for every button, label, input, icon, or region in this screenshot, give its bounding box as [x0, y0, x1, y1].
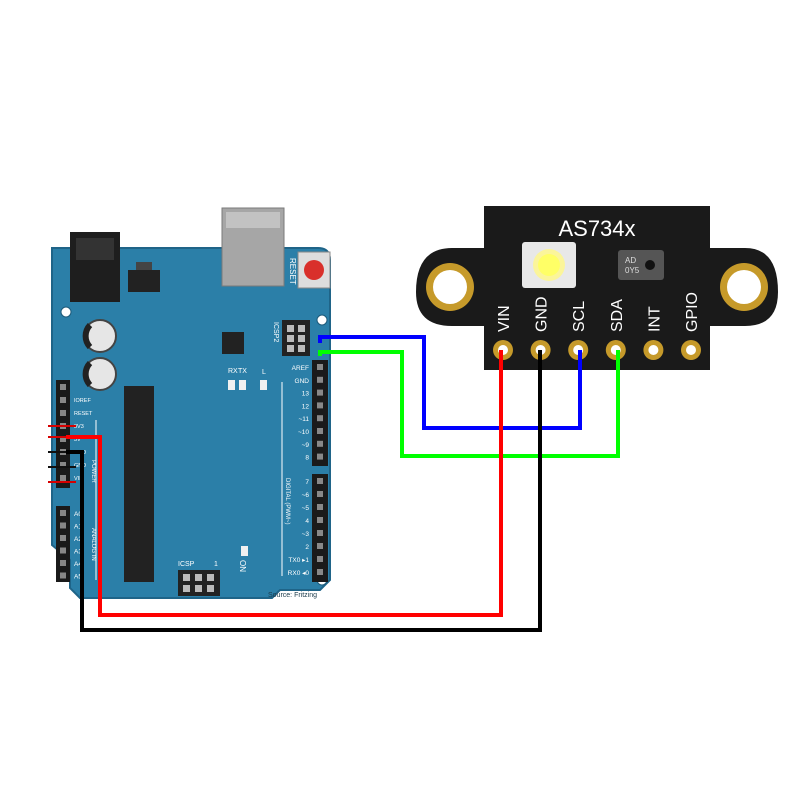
wire-scl [318, 335, 582, 430]
sensor-pin-label-scl: SCL [571, 301, 588, 332]
power-pin-label: 5V [74, 437, 81, 443]
sensor-pin-label-int: INT [646, 306, 663, 332]
analog-pin-label: A2 [74, 536, 82, 543]
reset-label: RESET [288, 258, 297, 285]
digital-pin-label: RX0 ◂0 [288, 570, 310, 577]
sensor-pcb [416, 206, 778, 370]
digital-pin-label: AREF [292, 365, 309, 372]
header-pin [317, 530, 323, 536]
header-pin [60, 535, 66, 541]
arduino-board: RESET ICSP2 TX RX L ON ICSP 1 [48, 207, 331, 599]
header-pin [317, 415, 323, 422]
power-pin-label: VIN [74, 476, 83, 482]
source-credit: Source: Fritzing [268, 592, 317, 599]
digital-pin-label: 13 [302, 391, 310, 398]
analog-pin-label: A5 [74, 574, 82, 581]
digital-pin-label: ~5 [302, 505, 310, 512]
header-pin [60, 560, 66, 566]
header-pin [317, 517, 323, 523]
header-pin [317, 402, 323, 409]
sensor-pin-label-gpio: GPIO [684, 292, 701, 332]
analog-label: ANALOG IN [90, 528, 96, 561]
chip-text-2: 0Y5 [625, 266, 640, 275]
header-pin [317, 569, 323, 575]
spectral-sensor-chip [618, 250, 664, 280]
digital-label: DIGITAL (PWM~) [284, 478, 290, 525]
sensor-pin-label-vin: VIN [496, 305, 513, 332]
header-pin [317, 478, 323, 484]
header-pin [317, 543, 323, 549]
power-pin-label: RESET [74, 411, 93, 417]
digital-pin-label: ~3 [302, 531, 310, 538]
digital-pin-label: ~11 [298, 416, 309, 423]
header-pin [60, 462, 66, 468]
power-pin-label: IOREF [74, 398, 91, 404]
tx-label: TX [238, 368, 247, 375]
digital-pin-label: ~6 [302, 492, 310, 499]
sensor-title: AS734x [558, 216, 635, 241]
header-pin [317, 376, 323, 383]
icsp2-label: ICSP2 [272, 322, 279, 342]
icsp-label: ICSP [178, 561, 195, 568]
power-label: POWER [90, 460, 96, 483]
icsp2-header: ICSP2 [272, 320, 310, 356]
digital-pin-label: 4 [305, 518, 309, 525]
analog-pin-label: A4 [74, 561, 82, 568]
header-pin [317, 491, 323, 497]
on-label: ON [238, 560, 247, 572]
sensor-pin-label-gnd: GND [534, 296, 551, 332]
header-pin [317, 364, 323, 370]
header-pin [317, 440, 323, 447]
analog-pin-label: A0 [74, 511, 82, 518]
usb-chip [222, 332, 244, 354]
voltage-regulator [128, 270, 160, 292]
atmega-chip [124, 386, 154, 582]
wire-sda [318, 350, 620, 458]
icsp-num: 1 [214, 561, 218, 568]
wires [66, 335, 620, 632]
as734x-sensor-board: AS734x AD 0Y5 VIN GND SCL SDA INT GPIO [416, 206, 778, 370]
digital-pin-label: TX0 ▸1 [288, 557, 309, 564]
chip-text-1: AD [625, 256, 636, 265]
header-pin [60, 510, 66, 516]
digital-pin-label: 12 [302, 403, 310, 410]
wire-gnd [66, 350, 542, 632]
header-pin [317, 428, 323, 434]
header-pin [317, 389, 323, 396]
header-pin [317, 453, 323, 460]
digital-pin-label: 7 [305, 479, 309, 486]
header-pin [60, 397, 66, 403]
analog-pin-label: A3 [74, 549, 82, 556]
digital-pin-label: 8 [305, 455, 309, 462]
digital-pin-label: GND [295, 378, 310, 385]
header-pin [60, 475, 66, 481]
icsp-header: ICSP 1 [178, 561, 220, 596]
rx-led [239, 380, 246, 390]
sensor-pin-label-sda: SDA [609, 299, 626, 332]
l-led [260, 380, 267, 390]
header-pin [60, 547, 66, 554]
header-pin [317, 504, 323, 510]
header-pin [60, 522, 66, 529]
power-pin-label: 3V3 [74, 424, 84, 430]
digital-pin-label: ~10 [298, 429, 309, 436]
header-pin [60, 384, 66, 390]
header-pin [60, 410, 66, 416]
wire-vin [66, 350, 503, 617]
header-pin [60, 572, 66, 579]
digital-pin-label: ~9 [302, 442, 310, 449]
tx-led [228, 380, 235, 390]
header-pin [317, 556, 323, 562]
analog-pin-label: A1 [74, 524, 82, 531]
l-label: L [262, 369, 266, 376]
mount-hole [316, 314, 328, 326]
digital-pin-label: 2 [305, 544, 309, 551]
rx-label: RX [228, 368, 238, 375]
mount-hole [60, 306, 72, 318]
on-led [241, 546, 248, 556]
header-pin [60, 436, 66, 442]
